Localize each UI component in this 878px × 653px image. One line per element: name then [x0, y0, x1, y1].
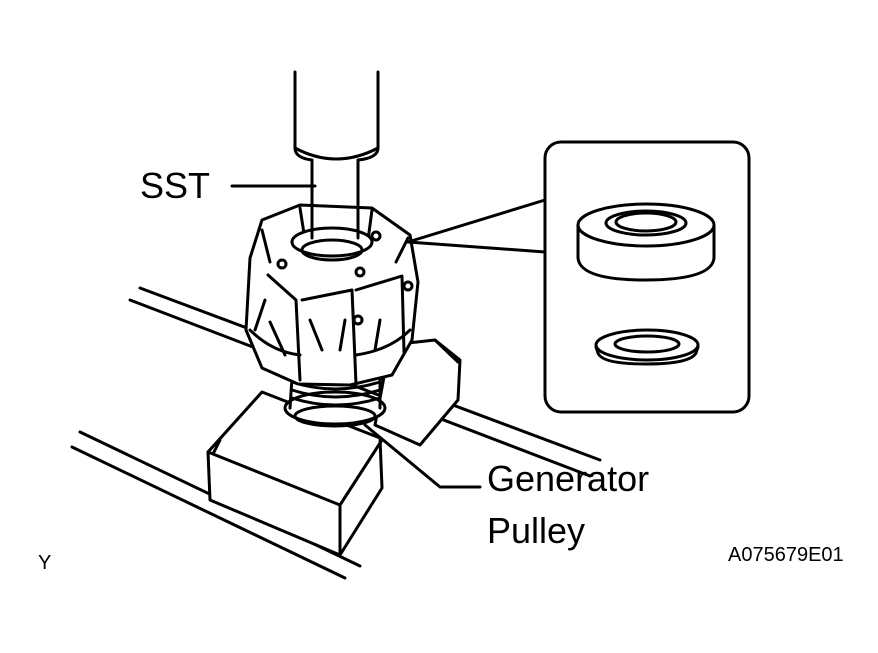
rotor: [244, 203, 420, 387]
inset-box: [543, 140, 751, 414]
figure-id: A075679E01: [728, 544, 844, 566]
leader-lines: [230, 184, 547, 489]
support-block-front: [206, 390, 384, 557]
sst-label: SST: [140, 165, 211, 206]
generator-pulley: [283, 376, 387, 428]
bearing-icon: [576, 202, 716, 282]
washer-icon: [594, 328, 700, 366]
corner-marker: Y: [38, 552, 52, 574]
sst-tool: [293, 70, 380, 240]
pulley-label: Pulley: [487, 510, 586, 551]
generator-label: Generator: [487, 458, 650, 499]
